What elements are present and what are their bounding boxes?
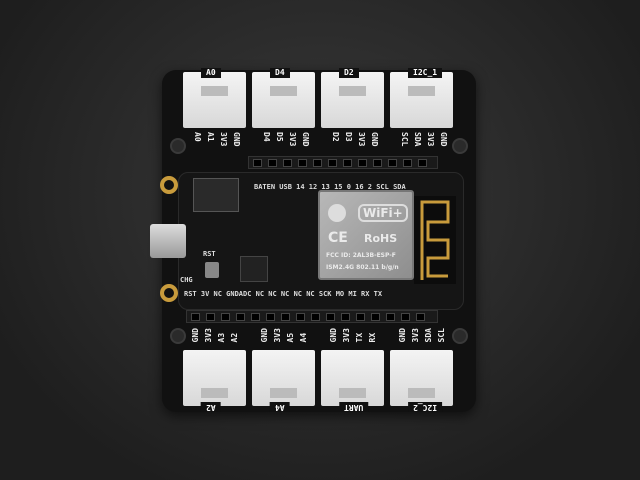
pin-label: 3V3 (426, 132, 435, 147)
connector-label: I2C_1 (408, 68, 443, 78)
pin-label: 3V3 (411, 328, 420, 343)
pin-label: RX (368, 332, 377, 343)
pin-label: 3V3 (219, 132, 228, 147)
pin-label: SCL (437, 328, 446, 343)
pin-label: GND (439, 132, 448, 147)
pin-label: SCL (400, 132, 409, 147)
pin-label: A3 (217, 332, 226, 343)
connector-label: D4 (270, 68, 290, 78)
pin-label: GND (260, 328, 269, 343)
rst-label: RST (203, 250, 216, 258)
usb-port[interactable] (150, 224, 186, 258)
pin-label: A5 (286, 332, 295, 343)
mount-hole-gold (160, 284, 178, 302)
grove-connector[interactable] (321, 350, 384, 406)
mount-hole-gold (160, 176, 178, 194)
pin-label: 3V3 (342, 328, 351, 343)
pin-label: A2 (230, 332, 239, 343)
connector-label: UART (339, 402, 369, 412)
pin-labels: GND 3V3 A3 A2 (191, 328, 241, 342)
battery-connector (193, 178, 239, 212)
antenna (414, 196, 456, 284)
pin-label: D4 (262, 132, 271, 142)
grove-connector[interactable] (183, 72, 246, 128)
pin-label: A0 (193, 132, 202, 142)
pin-label: GND (301, 132, 310, 147)
mount-hole (452, 328, 468, 344)
grove-connector[interactable] (390, 72, 453, 128)
connector-label: D2 (339, 68, 359, 78)
pin-label: A1 (206, 132, 215, 142)
grove-connector[interactable] (321, 72, 384, 128)
pin-label: D3 (344, 132, 353, 142)
top-pin-header (248, 156, 438, 169)
grove-connector[interactable] (252, 350, 315, 406)
connector-label: I2C_2 (408, 402, 443, 412)
pin-labels: D2 D3 3V3 GND (329, 132, 379, 146)
pin-labels: A0 A1 3V3 GND (191, 132, 241, 146)
pin-label: GND (329, 328, 338, 343)
pin-label: 3V3 (204, 328, 213, 343)
pin-label: D2 (331, 132, 340, 142)
connector-label: A4 (270, 402, 290, 412)
reset-button[interactable] (205, 262, 219, 278)
rohs-mark: RoHS (364, 232, 398, 245)
pin-labels: D4 D5 3V3 GND (260, 132, 310, 146)
grove-connector[interactable] (183, 350, 246, 406)
ce-mark: CE (328, 230, 348, 246)
esp8266-module: WiFi+ CE RoHS FCC ID: 2AL3B-ESP-F ISM2.4… (318, 190, 414, 280)
pin-label: GND (370, 132, 379, 147)
connector-label: A0 (201, 68, 221, 78)
pin-label: GND (191, 328, 200, 343)
feather-top-pin-labels: BATEN USB 14 12 13 15 0 16 2 SCL SDA (254, 183, 406, 191)
pin-labels: GND 3V3 A5 A4 (260, 328, 310, 342)
logo-icon (328, 204, 346, 222)
pin-label: 3V3 (288, 132, 297, 147)
mount-hole (170, 328, 186, 344)
pin-labels: GND 3V3 SDA SCL (398, 328, 448, 342)
pin-label: D5 (275, 132, 284, 142)
mount-hole (170, 138, 186, 154)
pin-labels: GND 3V3 TX RX (329, 328, 379, 342)
pin-label: A4 (299, 332, 308, 343)
grove-connector[interactable] (390, 350, 453, 406)
fcc-id: FCC ID: 2AL3B-ESP-F (326, 252, 396, 259)
chip (240, 256, 268, 282)
wifi-label: WiFi+ (358, 204, 408, 222)
pin-label: GND (232, 132, 241, 147)
pin-label: GND (398, 328, 407, 343)
mount-hole (452, 138, 468, 154)
pin-label: SDA (424, 328, 433, 343)
feather-bottom-pin-labels: RST 3V NC GNDADC NC NC NC NC NC SCK MO M… (184, 290, 383, 298)
pin-label: SDA (413, 132, 422, 147)
pin-label: 3V3 (273, 328, 282, 343)
grove-connector[interactable] (252, 72, 315, 128)
connector-label: A2 (201, 402, 221, 412)
bottom-pin-header (186, 310, 438, 323)
pin-labels: SCL SDA 3V3 GND (398, 132, 448, 146)
pin-label: 3V3 (357, 132, 366, 147)
ism-label: ISM2.4G 802.11 b/g/n (326, 264, 399, 271)
chg-label: CHG (180, 276, 193, 284)
pin-label: TX (355, 332, 364, 343)
